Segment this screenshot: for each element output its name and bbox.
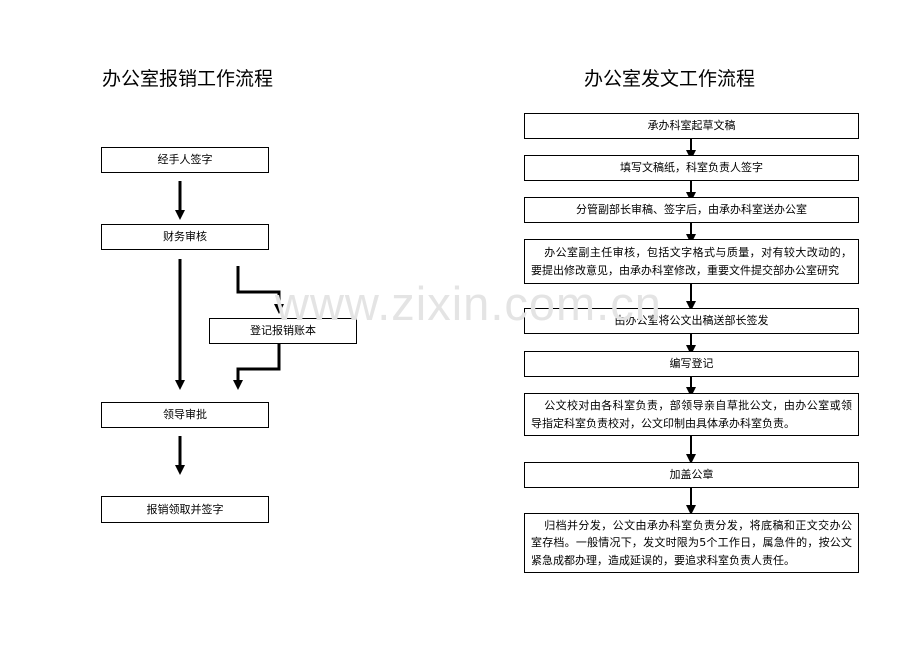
right-step-issue: 由办公室将公文出稿送部长签发 <box>524 308 859 334</box>
left-step-approval: 领导审批 <box>101 402 269 428</box>
left-step-ledger: 登记报销账本 <box>209 318 357 344</box>
right-step-proofread: 公文校对由各科室负责，部领导亲自草批公文，由办公室或领导指定科室负责校对，公文印… <box>524 393 859 436</box>
left-step-finance-review: 财务审核 <box>101 224 269 250</box>
left-flow-title: 办公室报销工作流程 <box>102 68 274 90</box>
left-arrow-from-ledger <box>233 344 281 390</box>
right-step-office-review-text: 办公室副主任审核，包括文字格式与质量，对有较大改动的，要提出修改意见，由承办科室… <box>531 246 852 277</box>
right-step-deputy-review: 分管副部长审稿、签字后，由承办科室送办公室 <box>524 197 859 223</box>
right-step-register: 编写登记 <box>524 351 859 377</box>
left-step-collect: 报销领取并签字 <box>101 496 269 523</box>
right-step-seal: 加盖公章 <box>524 462 859 488</box>
left-step-signature: 经手人签字 <box>101 147 269 173</box>
right-step-proofread-text: 公文校对由各科室负责，部领导亲自草批公文，由办公室或领导指定科室负责校对，公文印… <box>531 399 852 430</box>
right-step-fill-form: 填写文稿纸，科室负责人签字 <box>524 155 859 181</box>
right-step-archive: 归档并分发，公文由承办科室负责分发，将底稿和正文交办公室存档。一般情况下，发文时… <box>524 513 859 573</box>
right-step-office-review: 办公室副主任审核，包括文字格式与质量，对有较大改动的，要提出修改意见，由承办科室… <box>524 239 859 284</box>
left-arrow-to-ledger <box>236 266 284 314</box>
right-flow-title: 办公室发文工作流程 <box>584 68 756 90</box>
right-step-draft: 承办科室起草文稿 <box>524 113 859 139</box>
right-step-archive-text: 归档并分发，公文由承办科室负责分发，将底稿和正文交办公室存档。一般情况下，发文时… <box>531 519 852 567</box>
